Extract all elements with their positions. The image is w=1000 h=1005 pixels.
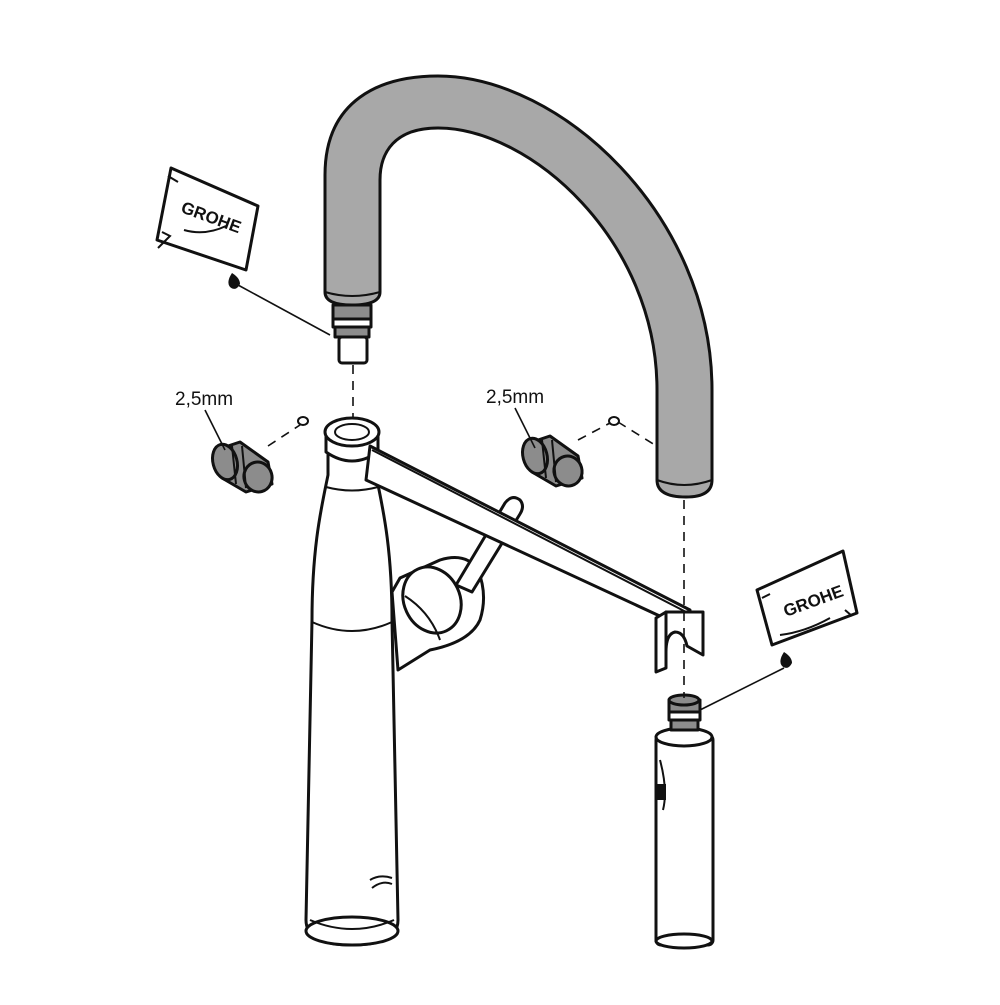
brand-logo-icon	[369, 875, 393, 889]
dimension-label-left: 2,5mm	[175, 389, 233, 410]
grease-packet-icon	[755, 549, 859, 647]
grease-packet-right: GROHE	[755, 549, 859, 647]
leader-lines	[204, 284, 785, 711]
hand-shower	[654, 726, 715, 950]
grease-packet-icon	[155, 166, 260, 272]
grease-drop-icon	[228, 273, 240, 289]
faucet-body	[304, 416, 705, 947]
allen-screw-icon	[297, 416, 620, 426]
threaded-plug-icon	[211, 434, 584, 494]
plug-right	[521, 434, 584, 488]
spout-connector	[331, 303, 373, 365]
grease-packet-left: GROHE	[155, 166, 260, 272]
arc-spout	[323, 74, 714, 499]
center-lines	[267, 365, 685, 698]
dimension-label-right: 2,5mm	[486, 387, 544, 408]
plug-left	[211, 440, 274, 494]
grease-drop-icon	[780, 652, 792, 668]
hand-shower-connector	[667, 693, 702, 732]
